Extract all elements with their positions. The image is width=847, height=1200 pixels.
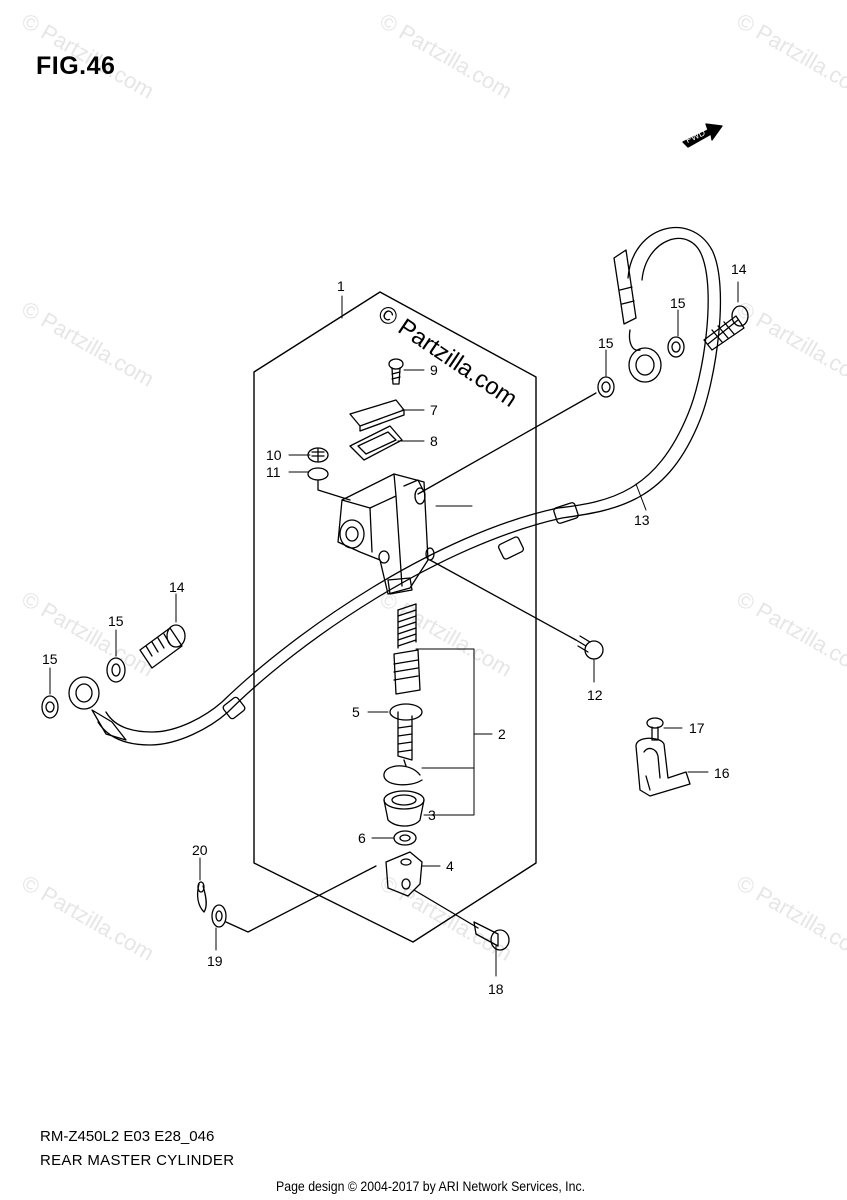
washer (106, 657, 126, 683)
callout-9: 9 (430, 362, 438, 378)
callout-16: 16 (714, 765, 730, 781)
callout-1: 1 (337, 278, 345, 294)
banjo-bolt-upper (703, 305, 749, 351)
washer (211, 904, 227, 928)
diagram-name: REAR MASTER CYLINDER (40, 1152, 235, 1169)
callout-6: 6 (358, 830, 366, 846)
callout-4: 4 (446, 858, 454, 874)
leader-lines (49, 281, 739, 977)
circlip (383, 765, 423, 786)
callout-14a: 14 (731, 261, 747, 277)
spring (397, 603, 417, 649)
callout-15c: 15 (108, 613, 124, 629)
callout-15b: 15 (598, 335, 614, 351)
clevis-pin (413, 889, 510, 951)
cotter-pin (197, 881, 207, 913)
footer-credit: Page design © 2004-2017 by ARI Network S… (276, 1178, 586, 1194)
push-rod (389, 703, 423, 767)
callout-13: 13 (634, 512, 650, 528)
callout-19: 19 (207, 953, 223, 969)
banjo-bolt-lower (139, 624, 186, 669)
master-cylinder-body (337, 473, 435, 595)
callout-12: 12 (587, 687, 603, 703)
callout-18: 18 (488, 981, 504, 997)
screw-12 (575, 635, 604, 660)
clevis (385, 851, 423, 897)
figure-title: FIG.46 (36, 52, 116, 80)
brake-hose (68, 226, 722, 746)
diaphragm (349, 425, 403, 461)
callout-15d: 15 (42, 651, 58, 667)
callout-7: 7 (430, 402, 438, 418)
nut (393, 830, 417, 846)
callout-2: 2 (498, 726, 506, 742)
callout-14b: 14 (169, 579, 185, 595)
screw-9 (388, 358, 404, 385)
hose-clamp (635, 717, 691, 797)
o-ring (307, 467, 329, 481)
callout-10: 10 (266, 447, 282, 463)
callout-17: 17 (689, 720, 705, 736)
reservoir-cap (349, 399, 405, 427)
callout-8: 8 (430, 433, 438, 449)
callout-20: 20 (192, 842, 208, 858)
callout-3: 3 (428, 807, 436, 823)
washer (597, 376, 615, 398)
callout-11: 11 (266, 464, 281, 480)
fwd-arrow-icon (682, 123, 723, 148)
boot (383, 790, 425, 827)
washer (667, 336, 685, 358)
callout-5: 5 (352, 704, 360, 720)
callout-15a: 15 (670, 295, 686, 311)
piston (393, 649, 421, 695)
washer (41, 695, 59, 719)
assembly-outline (253, 291, 537, 943)
model-code: RM-Z450L2 E03 E28_046 (40, 1128, 215, 1145)
